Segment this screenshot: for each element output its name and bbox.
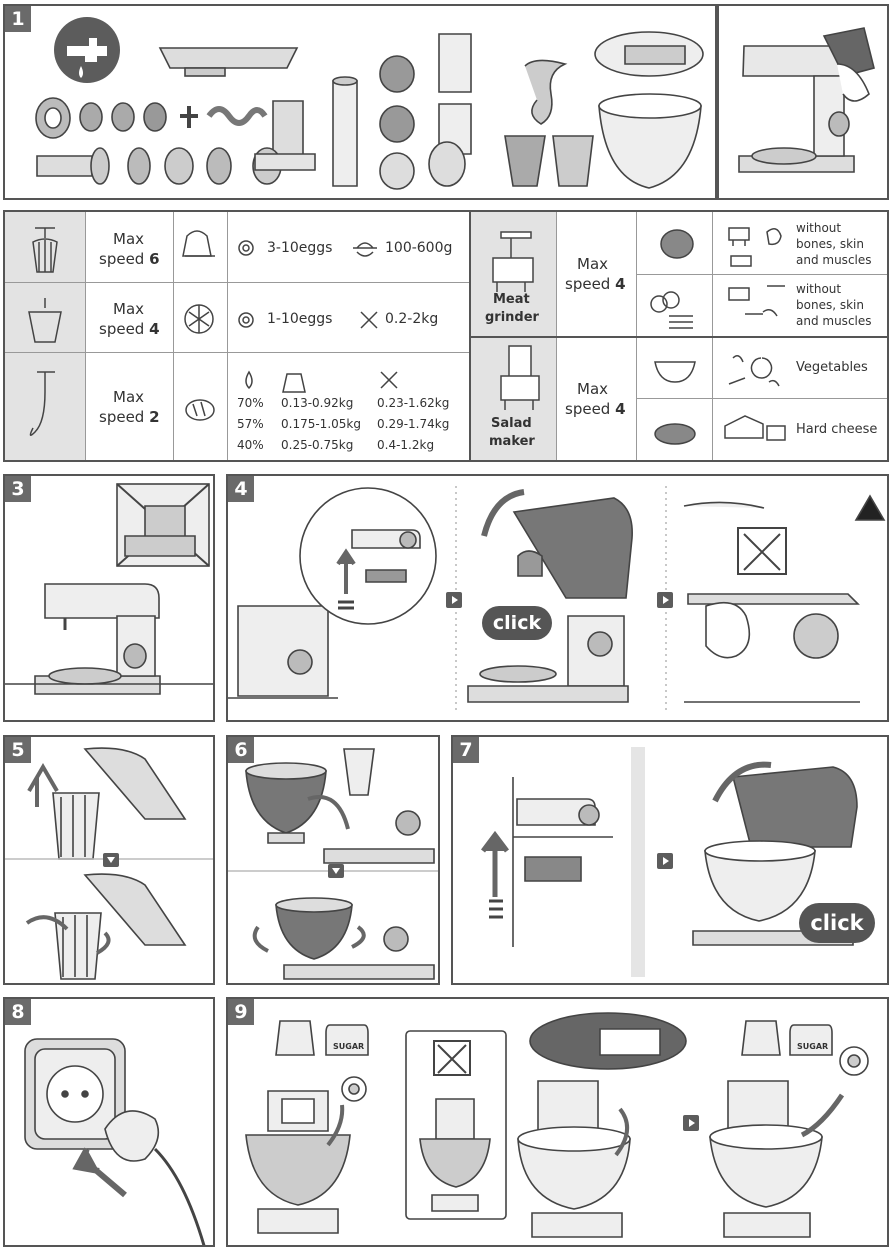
speed-value: 2 — [149, 408, 160, 426]
meat-row2-l2: bones, skin — [796, 298, 864, 312]
egg-icon — [238, 240, 254, 256]
meat-row2-l1: without — [796, 282, 842, 296]
dough-pct-2: 57% — [237, 417, 264, 431]
step5-illustration — [5, 747, 213, 980]
speed-label: speed — [565, 275, 611, 293]
row3-max: Max — [113, 388, 145, 406]
step9-illustration — [245, 1012, 869, 1238]
cross-icon — [433, 1040, 471, 1076]
meat-row1-l2: bones, skin — [796, 237, 864, 251]
meat-name-2: grinder — [485, 310, 539, 325]
speed-label: speed — [99, 408, 145, 426]
panel-step8: 8 — [3, 997, 215, 1247]
salad-row2: Hard cheese — [796, 422, 878, 437]
step4-illustration — [228, 486, 886, 714]
salad-name-2: maker — [489, 434, 535, 449]
next-arrow — [657, 853, 673, 869]
row2-qty2: 0.2-2kg — [385, 311, 439, 327]
speed-label: speed — [99, 250, 145, 268]
step-number: 1 — [5, 6, 31, 32]
step3-illustration — [5, 483, 213, 695]
next-arrow — [446, 592, 462, 608]
dough-pct-3: 40% — [237, 438, 264, 452]
salad-row1: Vegetables — [796, 360, 868, 375]
plug-icon — [104, 1110, 160, 1162]
next-arrow — [683, 1115, 699, 1131]
flour-icon — [275, 1020, 315, 1056]
row1-speed: speed 6 — [99, 250, 160, 268]
step-number: 6 — [228, 737, 254, 763]
dough-b-2: 0.29-1.74kg — [377, 417, 450, 431]
next-arrow — [103, 853, 119, 867]
speed-label: speed — [99, 320, 145, 338]
salad-max: Max — [577, 380, 609, 398]
warning-icon — [854, 494, 886, 521]
click-badge: click — [799, 903, 875, 943]
speed-value: 4 — [149, 320, 160, 338]
next-arrow — [657, 592, 673, 608]
speed-label: speed — [565, 400, 611, 418]
row3-speed: speed 2 — [99, 408, 160, 426]
row2-qty1: 1-10eggs — [267, 311, 333, 327]
panel-step9: 9 — [226, 997, 889, 1247]
sugar-label: SUGAR — [797, 1042, 829, 1051]
row1-max: Max — [113, 230, 145, 248]
panel-step4: 4 — [226, 474, 889, 722]
panel-step3: 3 — [3, 474, 215, 722]
step-number: 8 — [5, 999, 31, 1025]
dough-a-2: 0.175-1.05kg — [281, 417, 361, 431]
salad-name-1: Salad — [491, 416, 532, 431]
row2-max: Max — [113, 300, 145, 318]
panel-step5: 5 — [3, 735, 215, 985]
panel-step6: 6 — [226, 735, 440, 985]
meat-row1-l1: without — [796, 221, 842, 235]
panel-accessories: 1 — [3, 4, 717, 200]
dough-b-3: 0.4-1.2kg — [377, 438, 435, 452]
meat-row2-l3: and muscles — [796, 314, 872, 328]
panel-speed-table: 2 — [3, 210, 889, 462]
meat-max: Max — [577, 255, 609, 273]
step-number: 5 — [5, 737, 31, 763]
step8-illustration — [24, 1038, 206, 1245]
next-arrow — [328, 864, 344, 878]
step-number: 4 — [228, 476, 254, 502]
sugar-label: SUGAR — [333, 1042, 365, 1051]
click-badge: click — [482, 606, 552, 640]
dough-a-1: 0.13-0.92kg — [281, 396, 354, 410]
panel-cleaning — [717, 4, 889, 200]
speed-value: 6 — [149, 250, 160, 268]
step-number: 7 — [453, 737, 479, 763]
accessories-illustration — [35, 17, 704, 190]
salad-speed: speed 4 — [565, 400, 626, 418]
step-number: 9 — [228, 999, 254, 1025]
step-number: 3 — [5, 476, 31, 502]
meat-speed: speed 4 — [565, 275, 626, 293]
table-icons — [28, 227, 786, 445]
dough-b-1: 0.23-1.62kg — [377, 396, 450, 410]
cleaning-illustration — [738, 27, 875, 173]
speed-value: 4 — [615, 400, 626, 418]
speed-value: 4 — [615, 275, 626, 293]
panel-step7: 7 click — [451, 735, 889, 985]
step6-illustration — [228, 748, 438, 980]
meat-name-1: Meat — [493, 292, 530, 307]
dough-a-3: 0.25-0.75kg — [281, 438, 354, 452]
sugar-icon — [325, 1024, 369, 1056]
row2-speed: speed 4 — [99, 320, 160, 338]
step7-illustration — [481, 747, 858, 977]
row1-qty2: 100-600g — [385, 240, 453, 256]
dough-pct-1: 70% — [237, 396, 264, 410]
row1-qty1: 3-10eggs — [267, 240, 333, 256]
tap-icon — [54, 17, 120, 83]
meat-row1-l3: and muscles — [796, 253, 872, 267]
